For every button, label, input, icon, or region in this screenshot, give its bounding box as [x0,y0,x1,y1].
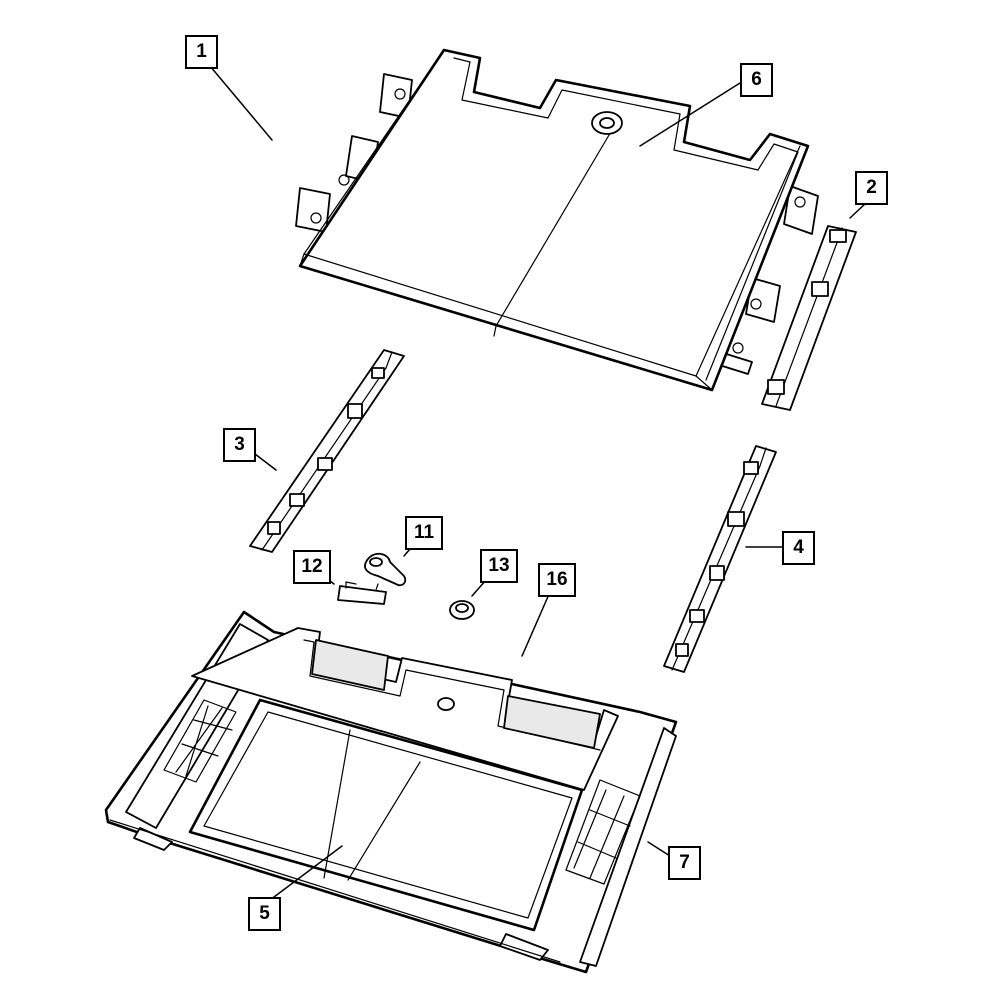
grommet-clip [449,600,475,620]
load-floor-panel [295,48,819,392]
callout-2: 2 [855,171,888,205]
leader-16 [521,591,551,657]
right-rail-trim [761,225,857,411]
right-slide-track [663,445,777,673]
callout-3: 3 [223,428,256,462]
left-slide-track [249,349,405,553]
callout-6: 6 [740,63,773,97]
latch-bracket [337,581,387,605]
callout-16: 16 [538,563,576,597]
callout-12: 12 [293,550,331,584]
leader-2 [849,202,867,219]
leader-5 [269,845,343,901]
callout-11: 11 [405,516,443,550]
leader-3 [254,453,277,471]
leader-7 [647,841,671,857]
callout-4: 4 [782,531,815,565]
leader-1 [209,65,273,141]
latch-handle [364,552,407,587]
callout-1: 1 [185,35,218,69]
leader-6 [639,82,741,147]
storage-tub-frame [104,610,678,974]
callout-5: 5 [248,897,281,931]
callout-13: 13 [480,549,518,583]
callout-7: 7 [668,846,701,880]
leader-lines [209,65,867,901]
